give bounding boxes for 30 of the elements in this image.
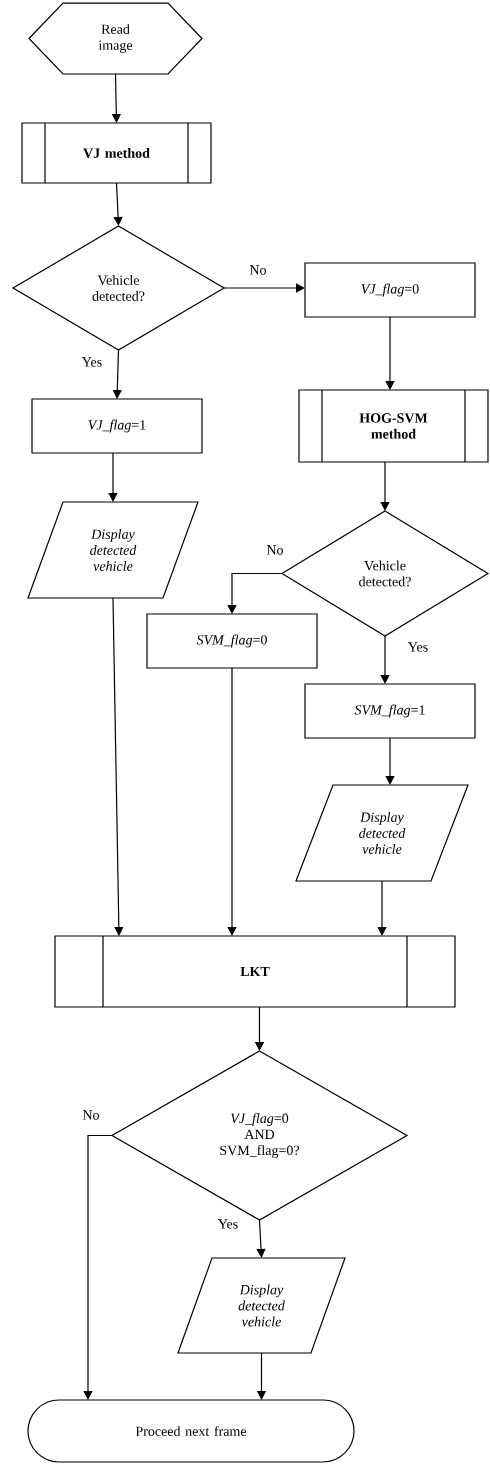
arrow	[227, 572, 283, 614]
start-hexagon: Read image	[28, 2, 203, 75]
subroutine-box: LKT	[54, 935, 456, 1008]
edge-label: No	[248, 264, 268, 276]
process-box: VJ_flag=1	[31, 398, 203, 454]
process-box: SVM_flag=0	[146, 613, 318, 669]
edge-label: Yes	[406, 641, 430, 653]
arrow	[256, 1219, 266, 1258]
arrow	[112, 597, 124, 936]
arrow	[380, 461, 390, 511]
arrow	[113, 182, 123, 226]
edge-label: Yes	[216, 1218, 240, 1230]
subroutine-box: HOG-SVM method	[298, 389, 489, 463]
output-parallelogram: Display detected vehicle	[177, 1257, 346, 1354]
edge-label: No	[81, 1109, 101, 1121]
arrow	[108, 452, 118, 502]
output-parallelogram: Display detected vehicle	[295, 784, 469, 882]
process-box: SVM_flag=1	[304, 683, 476, 739]
subroutine-box: VJ method	[21, 122, 212, 184]
arrow	[385, 316, 395, 390]
edge-label: Yes	[80, 356, 104, 368]
arrow	[223, 283, 305, 293]
arrow	[227, 667, 237, 936]
process-box: VJ_flag=0	[304, 262, 476, 318]
terminal-box: Proceed next frame	[27, 1399, 355, 1463]
arrow	[377, 880, 387, 936]
arrow	[83, 1134, 113, 1400]
output-parallelogram: Display detected vehicle	[27, 501, 199, 599]
arrow	[385, 737, 395, 785]
arrow	[380, 635, 390, 684]
